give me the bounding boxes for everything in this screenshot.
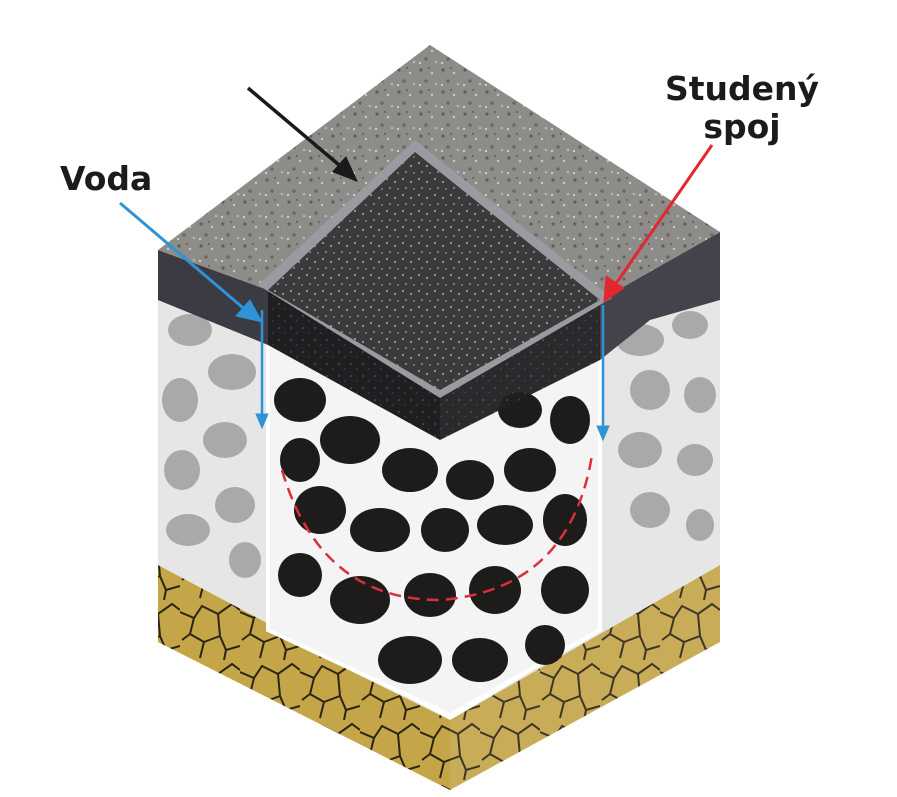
patch-surface (268, 152, 600, 390)
seam-pointer-arrow (246, 86, 358, 182)
outer-stones (162, 311, 716, 578)
old-asphalt-right-side (600, 232, 720, 360)
water-arrow (119, 201, 610, 442)
old-asphalt-left-side (158, 250, 268, 345)
cold-joint-label-line2: spoj (703, 107, 781, 146)
water-label: Voda (60, 159, 153, 198)
subgrade-left-face (158, 565, 450, 790)
gravel-left-face (158, 285, 450, 720)
patch-asphalt-left-side (268, 290, 440, 440)
cold-joint-arrow (603, 144, 714, 304)
cold-joint-label-line1: Studený (664, 69, 820, 108)
cold-joint-label: Studený spoj (652, 70, 832, 146)
patch-asphalt-right-side (440, 300, 600, 440)
subgrade-right-face (450, 565, 720, 790)
